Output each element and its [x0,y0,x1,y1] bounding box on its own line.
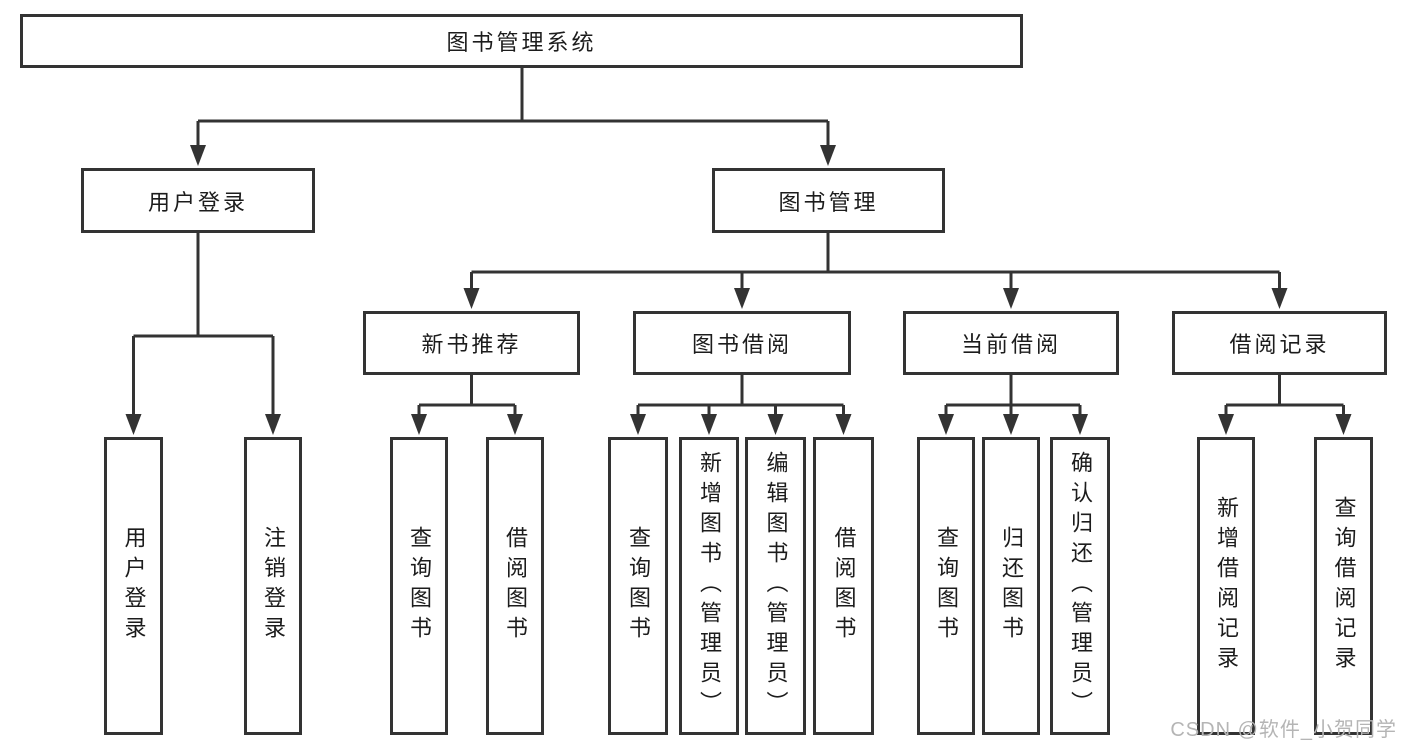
arrow-down-icon [463,288,480,309]
node-label: 查询借阅记录 [1331,496,1357,676]
arrow-down-icon [1335,414,1352,435]
arrow-down-icon [1072,414,1088,435]
arrow-down-icon [1271,288,1288,309]
node-label: 归还图书 [999,526,1024,646]
node-label: 借阅图书 [831,526,857,646]
node-label: 查询图书 [626,526,651,646]
arrow-down-icon [1003,288,1019,309]
node-query-borrow-record: 查询借阅记录 [1314,437,1373,735]
node-label: 借阅图书 [503,526,528,646]
csdn-watermark: CSDN @软件_小贺同学 [1170,719,1397,741]
node-query-books-current: 查询图书 [917,437,975,735]
node-new-book-recommend: 新书推荐 [363,311,580,375]
node-query-books-recommend: 查询图书 [390,437,448,735]
node-label: 注销登录 [261,526,286,646]
node-edit-books-admin: 编辑图书（管理员） [745,437,806,735]
arrow-down-icon [411,414,427,435]
node-user-login-action: 用户登录 [104,437,163,735]
node-book-management: 图书管理 [712,168,945,233]
node-label: 用户登录 [121,526,147,646]
node-label: 新增图书（管理员） [697,451,722,721]
arrow-down-icon [507,414,523,435]
arrowheads [125,145,1352,435]
node-confirm-return-admin: 确认归还（管理员） [1050,437,1110,735]
node-add-books-admin: 新增图书（管理员） [679,437,739,735]
node-query-books-borrowing: 查询图书 [608,437,668,735]
node-user-login: 用户登录 [81,168,315,233]
node-borrow-books-recommend: 借阅图书 [486,437,544,735]
node-borrow-books-borrowing: 借阅图书 [813,437,874,735]
node-logout-action: 注销登录 [244,437,302,735]
node-label: 图书管理系统 [446,30,597,55]
node-add-borrow-record: 新增借阅记录 [1197,437,1255,735]
node-borrowing-records: 借阅记录 [1172,311,1387,375]
arrow-down-icon [630,414,646,435]
arrow-down-icon [125,414,142,435]
arrow-down-icon [938,414,954,435]
node-label: 借阅记录 [1229,332,1330,357]
node-label: 当前借阅 [960,332,1061,357]
node-label: 图书借阅 [691,332,792,357]
arrow-down-icon [835,414,852,435]
node-label: 图书管理 [778,189,879,215]
node-label: 编辑图书（管理员） [763,451,789,721]
arrow-down-icon [1003,414,1019,435]
node-label: 新书推荐 [421,332,522,357]
node-book-borrowing: 图书借阅 [633,311,851,375]
node-label: 确认归还（管理员） [1068,451,1093,721]
arrow-down-icon [767,414,784,435]
node-label: 用户登录 [147,189,248,215]
arrow-down-icon [820,145,836,166]
arrow-down-icon [734,288,750,309]
arrow-down-icon [190,145,206,166]
arrow-down-icon [701,414,717,435]
node-current-borrowing: 当前借阅 [903,311,1119,375]
node-label: 查询图书 [407,526,432,646]
node-label: 查询图书 [934,526,959,646]
arrow-down-icon [265,414,281,435]
node-label: 新增借阅记录 [1214,496,1239,676]
arrow-down-icon [1218,414,1234,435]
connector-path [132,68,1345,421]
node-library-system: 图书管理系统 [20,14,1023,68]
node-return-books: 归还图书 [982,437,1040,735]
